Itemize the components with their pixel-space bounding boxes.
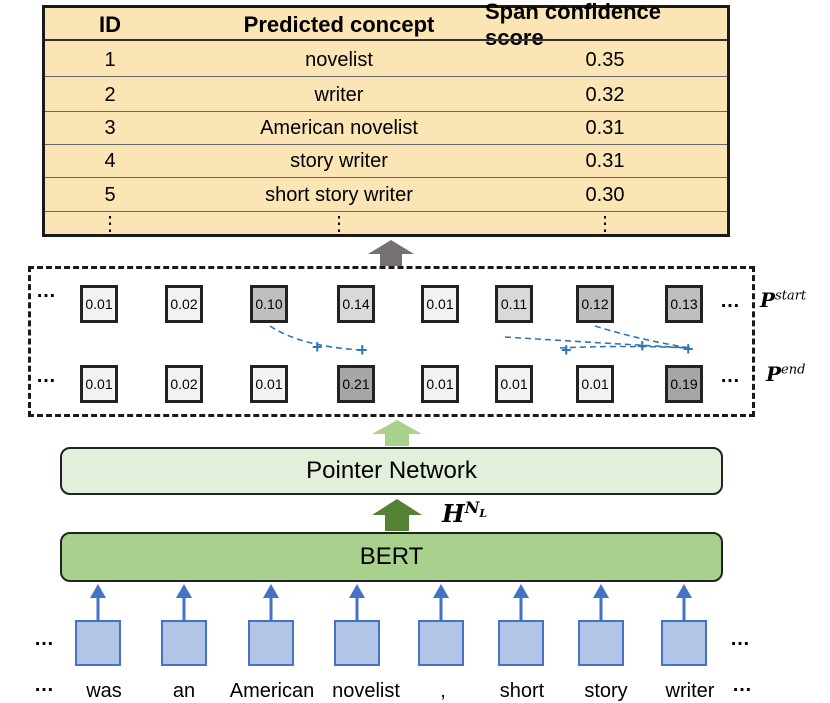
start-row-leading-ellipsis: …: [36, 280, 57, 302]
table-row: 3 American novelist 0.31: [45, 112, 727, 145]
input-word: was: [86, 680, 122, 702]
row-id: 4: [104, 150, 116, 172]
p-start-label: Pstart: [760, 288, 807, 312]
table-row: 4 story writer 0.31: [45, 145, 727, 178]
header-predicted-concept: Predicted concept: [243, 11, 435, 37]
link-plus-icon: +: [561, 340, 572, 360]
end-prob-cell: 0.01: [80, 365, 118, 403]
token-embedding-box: [75, 620, 121, 666]
hidden-state-arrow-icon: [372, 499, 422, 531]
start-prob-cell: 0.01: [421, 285, 459, 323]
row-id: 3: [104, 117, 116, 139]
start-prob-cell: 0.14: [337, 285, 375, 323]
token-embedding-box: [661, 620, 707, 666]
ellipsis-id: ⋮: [100, 212, 120, 235]
pointer-network-module: Pointer Network: [60, 447, 723, 495]
token-trailing-ellipsis: …: [730, 628, 751, 650]
link-plus-icon: +: [312, 337, 323, 357]
hidden-state-label: HNL: [442, 498, 488, 528]
ellipsis-score: ⋮: [595, 212, 615, 235]
start-prob-cell: 0.12: [576, 285, 614, 323]
row-id: 1: [104, 49, 116, 71]
word-leading-ellipsis: …: [34, 674, 55, 696]
row-concept: writer: [314, 84, 364, 106]
row-concept: novelist: [305, 49, 373, 71]
table-row: 2 writer 0.32: [45, 79, 727, 112]
output-arrow-icon: [368, 240, 414, 266]
start-prob-cell: 0.02: [165, 285, 203, 323]
link-plus-icon: +: [357, 340, 368, 360]
end-prob-cell: 0.21: [337, 365, 375, 403]
ellipsis-concept: ⋮: [329, 212, 349, 235]
start-row-trailing-ellipsis: …: [720, 290, 741, 312]
input-word: American: [229, 680, 315, 702]
input-word: ,: [440, 680, 446, 702]
end-prob-cell: 0.19: [665, 365, 703, 403]
row-concept: story writer: [290, 150, 388, 172]
pointer-output-box: [28, 266, 755, 417]
end-prob-cell: 0.01: [250, 365, 288, 403]
header-id: ID: [99, 11, 121, 37]
concept-table: ID Predicted concept Span confidence sco…: [42, 0, 730, 237]
row-score: 0.30: [585, 184, 625, 206]
link-plus-icon: +: [683, 339, 694, 359]
end-prob-cell: 0.01: [495, 365, 533, 403]
word-trailing-ellipsis: …: [732, 674, 753, 696]
token-embedding-box: [418, 620, 464, 666]
token-arrows: [90, 584, 692, 620]
row-id: 5: [104, 184, 116, 206]
input-word: novelist: [332, 680, 400, 702]
table-ellipsis-row: ⋮ ⋮ ⋮: [45, 210, 727, 236]
token-embedding-box: [498, 620, 544, 666]
link-plus-icon: +: [637, 336, 648, 356]
row-score: 0.32: [585, 84, 625, 106]
row-score: 0.31: [585, 117, 625, 139]
end-prob-cell: 0.01: [576, 365, 614, 403]
input-word: short: [499, 680, 545, 702]
input-word: story: [584, 680, 628, 702]
start-prob-cell: 0.10: [250, 285, 288, 323]
row-concept: short story writer: [265, 184, 413, 206]
start-prob-cell: 0.13: [665, 285, 703, 323]
end-prob-cell: 0.02: [165, 365, 203, 403]
end-row-trailing-ellipsis: …: [720, 365, 741, 387]
table-row: 5 short story writer 0.30: [45, 179, 727, 212]
token-leading-ellipsis: …: [34, 628, 55, 650]
end-row-leading-ellipsis: …: [36, 365, 57, 387]
table-row: 1 novelist 0.35: [45, 44, 727, 77]
end-prob-cell: 0.01: [421, 365, 459, 403]
input-word: writer: [665, 680, 715, 702]
token-embedding-box: [248, 620, 294, 666]
pointer-output-arrow-icon: [372, 420, 422, 446]
token-embedding-box: [334, 620, 380, 666]
token-embedding-box: [161, 620, 207, 666]
row-score: 0.35: [585, 49, 625, 71]
token-embedding-box: [578, 620, 624, 666]
row-concept: American novelist: [260, 117, 418, 139]
input-word: an: [172, 680, 196, 702]
start-prob-cell: 0.01: [80, 285, 118, 323]
p-end-label: Pend: [766, 362, 806, 386]
row-score: 0.31: [585, 150, 625, 172]
row-id: 2: [104, 84, 116, 106]
start-prob-cell: 0.11: [495, 285, 533, 323]
bert-module: BERT: [60, 532, 723, 582]
